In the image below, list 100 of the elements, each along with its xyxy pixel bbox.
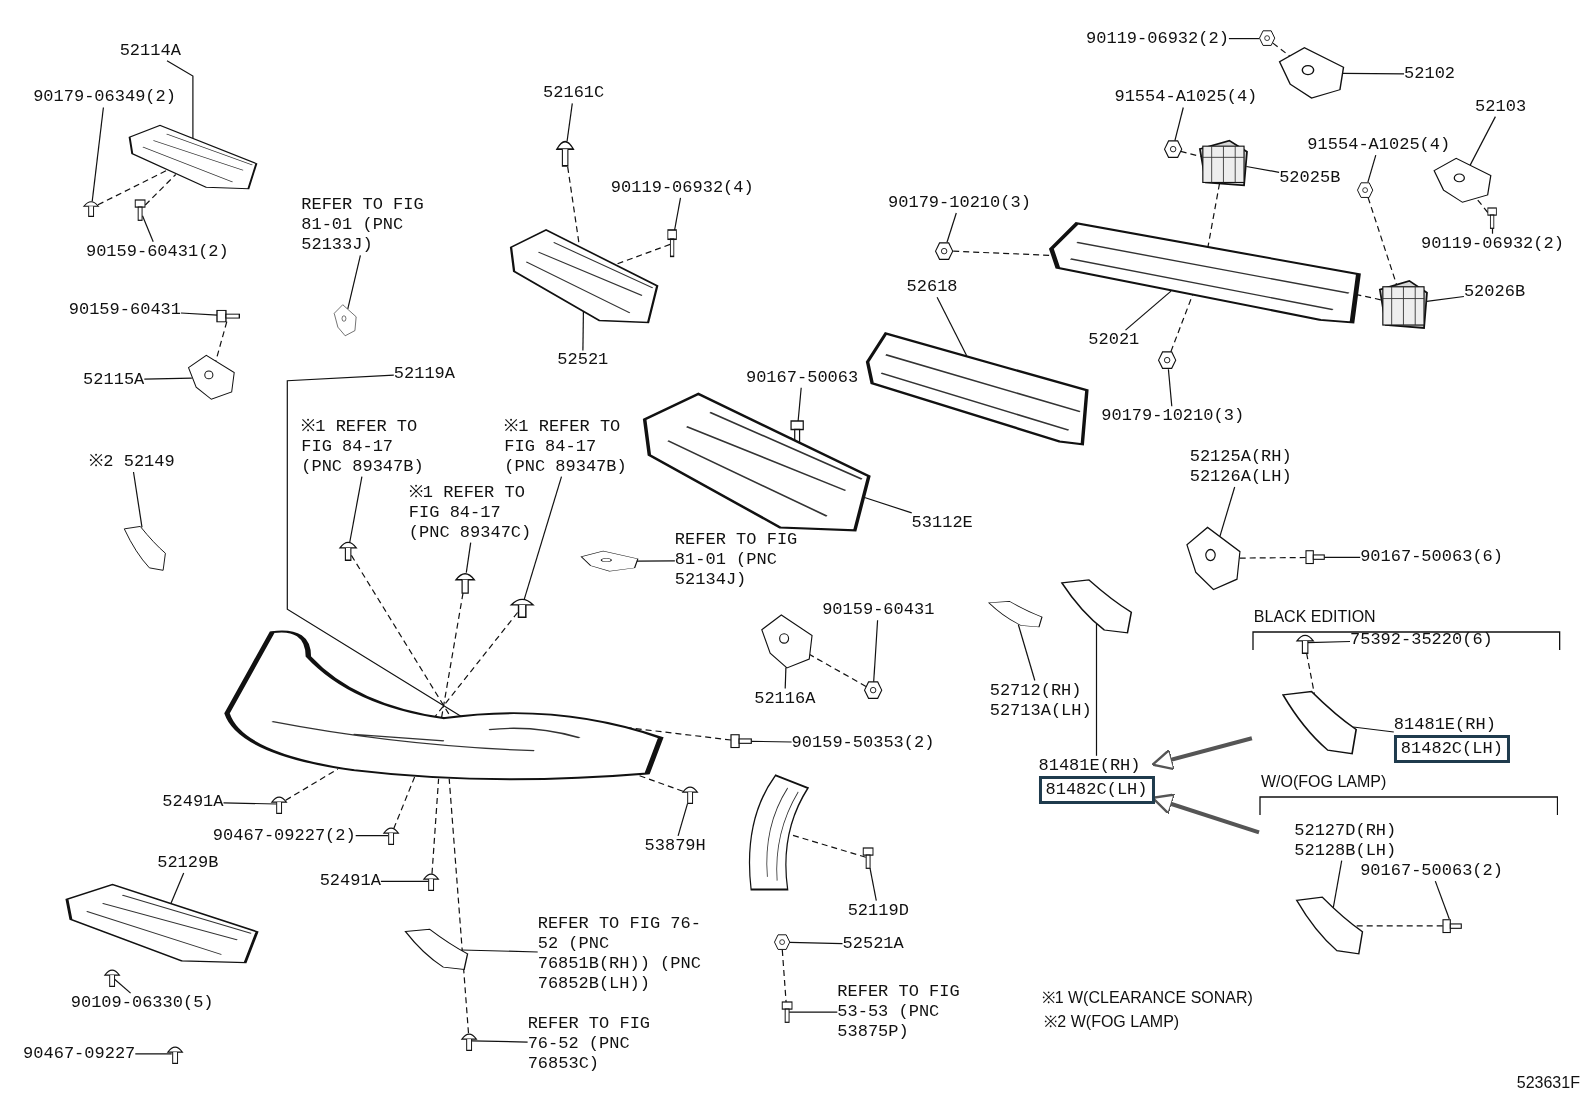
- part-number: 81481E(RH): [1393, 715, 1497, 736]
- reference-note: ※1 REFER TO FIG 84-17 (PNC 89347B): [504, 416, 637, 477]
- leader-line: [180, 312, 218, 316]
- part-number: 90119-06932(4): [610, 177, 754, 198]
- nut-drawing: [1158, 351, 1177, 370]
- guard-drawing: [507, 227, 660, 325]
- leader-line: [1323, 556, 1361, 558]
- reference-note: REFER TO FIG 76-52 (PNC 76851B(RH)) (PNC 76852B(LH)): [537, 914, 712, 995]
- reference-note: ※1 REFER TO FIG 84-17 (PNC 89347B): [301, 416, 434, 477]
- group-heading: W/O(FOG LAMP): [1260, 772, 1387, 791]
- assembly-line: [434, 611, 519, 718]
- fog-cover-drawing: [122, 523, 169, 573]
- leader-line: [1352, 726, 1395, 733]
- part-number: 90167-50063: [745, 367, 859, 388]
- part-number: 52114A: [119, 40, 181, 61]
- nut-drawing: [864, 681, 883, 700]
- leader-line: [1245, 165, 1280, 173]
- leader-line: [170, 872, 185, 905]
- highlighted-part-number: 81482C(LH): [1393, 735, 1510, 764]
- part-number: 52712(RH) 52713A(LH): [989, 680, 1092, 721]
- bolt-drawing: [665, 230, 680, 257]
- clip-drawing: [83, 199, 100, 218]
- leader-line: [1095, 623, 1098, 757]
- leader-line: [143, 377, 193, 380]
- leader-line: [471, 1040, 529, 1043]
- part-number: 52491A: [319, 871, 381, 892]
- leader-line: [1491, 227, 1494, 235]
- part-number: 52521: [557, 350, 609, 371]
- license-plate-bracket-drawing: [126, 124, 259, 191]
- assembly-line: [809, 654, 867, 687]
- part-number: 52125A(RH) 52126A(LH): [1189, 447, 1292, 488]
- drawing-number: 523631F: [1516, 1073, 1580, 1094]
- clip-drawing: [103, 966, 120, 987]
- bracket-drawing: [333, 302, 358, 338]
- bolt-drawing: [217, 307, 240, 324]
- assembly-line: [781, 949, 787, 1003]
- leader-line: [141, 215, 154, 243]
- part-number: 90179-10210(3): [888, 193, 1031, 214]
- leader-line: [789, 941, 844, 945]
- leader-line: [673, 197, 682, 232]
- reference-note: REFER TO FIG 76-52 (PNC 76853C): [527, 1013, 661, 1074]
- part-number: 52026B: [1463, 282, 1526, 303]
- under-cover-drawing: [63, 883, 262, 965]
- bolt-drawing: [1163, 140, 1182, 159]
- leader-line: [873, 619, 879, 683]
- assembly-line: [144, 173, 177, 206]
- part-number: 90467-09227(2): [212, 825, 356, 846]
- part-number: 91554-A1025(4): [1307, 135, 1451, 156]
- assembly-line: [1476, 198, 1489, 214]
- part-number: 75392-35220(6): [1350, 629, 1493, 650]
- leader-line: [355, 835, 389, 837]
- leader-line: [166, 60, 194, 139]
- leader-line: [636, 560, 676, 562]
- trim-drawing: [985, 600, 1045, 629]
- assembly-line: [615, 243, 671, 265]
- leader-line: [460, 949, 539, 953]
- part-number: 52103: [1475, 96, 1527, 117]
- sensor-drawing: [509, 596, 535, 619]
- leader-line: [1167, 368, 1173, 407]
- leader-line: [788, 1011, 838, 1013]
- leader-line: [797, 387, 802, 422]
- clip-drawing: [460, 1030, 478, 1051]
- part-number: 52119D: [847, 900, 909, 921]
- leader-line: [347, 254, 361, 310]
- leader-line: [465, 542, 472, 574]
- part-number: 52521A: [842, 934, 904, 955]
- part-number: 52115A: [83, 369, 145, 390]
- assembly-line: [393, 776, 416, 830]
- highlighted-part-number: 81482C(LH): [1038, 775, 1155, 804]
- assembly-line: [431, 778, 440, 875]
- part-number: 52161C: [543, 83, 605, 104]
- leader-line: [380, 880, 430, 882]
- assembly-line: [97, 169, 169, 206]
- part-number: 90159-60431: [822, 600, 935, 621]
- leader-line: [946, 212, 957, 243]
- part-number: 90467-09227: [23, 1043, 136, 1064]
- part-number: 91554-A1025(4): [1114, 87, 1258, 108]
- bolt-drawing: [1305, 548, 1324, 567]
- part-number: 90167-50063(6): [1360, 547, 1503, 568]
- leader-line: [1124, 290, 1172, 331]
- part-number: 52119A: [393, 363, 455, 384]
- part-number: 53879H: [644, 835, 706, 856]
- group-heading: BLACK EDITION: [1253, 608, 1376, 627]
- note-text: ※1 W(CLEARANCE SONAR): [1041, 988, 1253, 1009]
- leader-line: [1469, 116, 1496, 167]
- leader-line: [566, 102, 573, 142]
- clip-drawing: [166, 1043, 183, 1065]
- leader-line: [1174, 106, 1184, 142]
- bolt-drawing: [1442, 916, 1461, 936]
- leader-line: [114, 978, 132, 994]
- leader-line: [1332, 860, 1343, 909]
- leader-line: [582, 311, 584, 351]
- part-number: 90179-06349(2): [33, 87, 176, 108]
- leader-line: [936, 296, 968, 357]
- bracket-drawing: [1430, 156, 1494, 206]
- leader-line: [750, 740, 793, 743]
- leader-line: [677, 803, 689, 837]
- part-number: 90179-10210(3): [1101, 406, 1245, 427]
- part-number: 52102: [1404, 64, 1456, 85]
- clip-drawing: [423, 871, 440, 892]
